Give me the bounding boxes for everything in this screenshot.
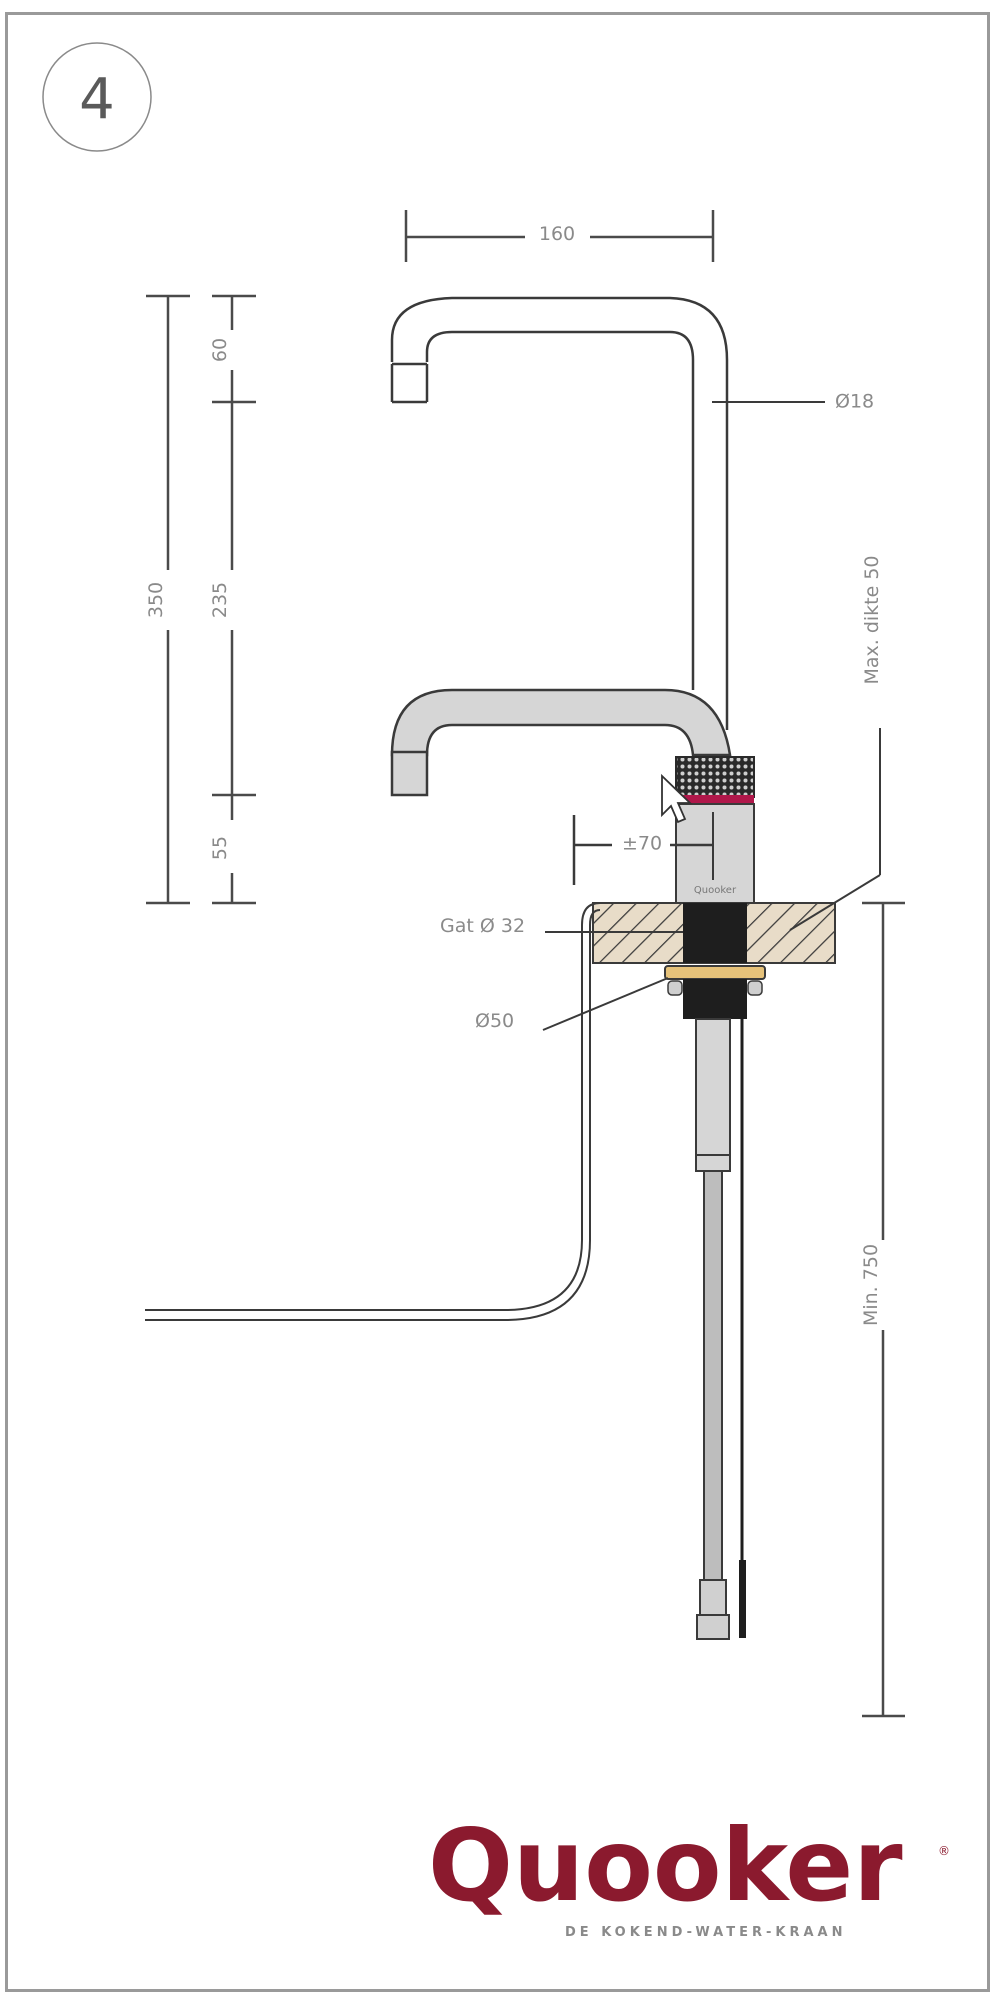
registered-mark: ® — [938, 1844, 950, 1858]
step-badge: 4 — [42, 42, 152, 152]
dimension-handle-offset — [572, 815, 713, 885]
dimension-spout-reach — [404, 210, 715, 262]
hole-diameter-label: Gat Ø 32 — [440, 915, 525, 937]
dim-60-label: 60 — [209, 338, 231, 362]
brand-tagline: DE KOKEND-WATER-KRAAN — [565, 1925, 846, 1940]
max-thickness-label: Max. dikte 50 — [861, 555, 883, 684]
step-number: 4 — [79, 67, 115, 132]
brand-name: Quooker — [428, 1807, 903, 1924]
dim-d18-label: Ø18 — [835, 391, 874, 413]
dim-160-label: 160 — [539, 223, 575, 245]
spout-upper-outline — [390, 296, 729, 730]
mounting-assembly — [664, 965, 766, 1019]
knurled-handle — [675, 756, 755, 798]
dimension-heights — [146, 294, 256, 905]
dim-55-label: 55 — [209, 836, 231, 860]
washer-diameter-label: Ø50 — [475, 1010, 514, 1032]
tap-body: Quooker — [675, 756, 755, 905]
brand-logo: Quooker ® DE KOKEND-WATER-KRAAN — [428, 1807, 950, 1940]
drawing-frame — [5, 12, 990, 1992]
supply-hose — [145, 902, 601, 1321]
spout-lower — [390, 688, 732, 797]
dimension-min-depth — [862, 901, 905, 1718]
min-depth-label: Min. 750 — [860, 1244, 882, 1326]
lower-tube — [695, 1018, 746, 1640]
dim-350-label: 350 — [145, 582, 167, 618]
tap-brand-label: Quooker — [694, 885, 737, 896]
mouse-cursor-icon — [661, 773, 693, 824]
dim-235-label: 235 — [209, 582, 231, 618]
dim-70-label: ±70 — [622, 833, 662, 855]
handle-ring — [676, 795, 754, 804]
